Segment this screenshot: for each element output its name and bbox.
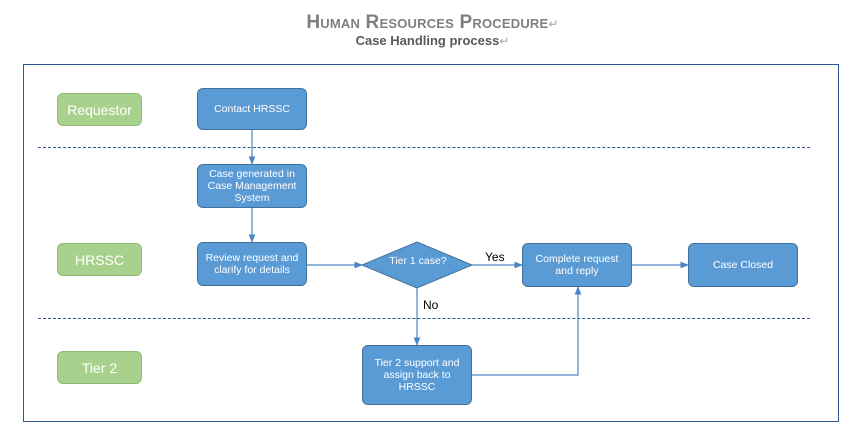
decision-label: Tier 1 case? <box>389 255 447 267</box>
node-complete-request: Complete request and reply <box>522 243 632 287</box>
lane-separator-1 <box>38 147 810 148</box>
diagram-title: Human Resources Procedure↵ <box>306 12 559 33</box>
node-case-generated: Case generated in Case Management System <box>197 164 307 208</box>
diagram-frame <box>23 64 839 422</box>
decision-diamond <box>360 241 474 289</box>
node-review-request: Review request and clarify for details <box>197 242 307 286</box>
diagram-subtitle: Case Handling process↵ <box>355 33 510 48</box>
node-case-closed: Case Closed <box>688 243 798 287</box>
lane-label-tier2: Tier 2 <box>57 351 142 384</box>
edge-tier2-back <box>472 286 582 376</box>
edge-label-yes: Yes <box>485 250 505 264</box>
node-contact-hrssc: Contact HRSSC <box>197 88 307 130</box>
lane-separator-2 <box>38 318 810 319</box>
node-tier2-support: Tier 2 support and assign back to HRSSC <box>362 345 472 405</box>
lane-label-hrssc: HRSSC <box>57 243 142 276</box>
lane-label-requestor: Requestor <box>57 93 142 126</box>
edge-label-no: No <box>423 298 439 312</box>
